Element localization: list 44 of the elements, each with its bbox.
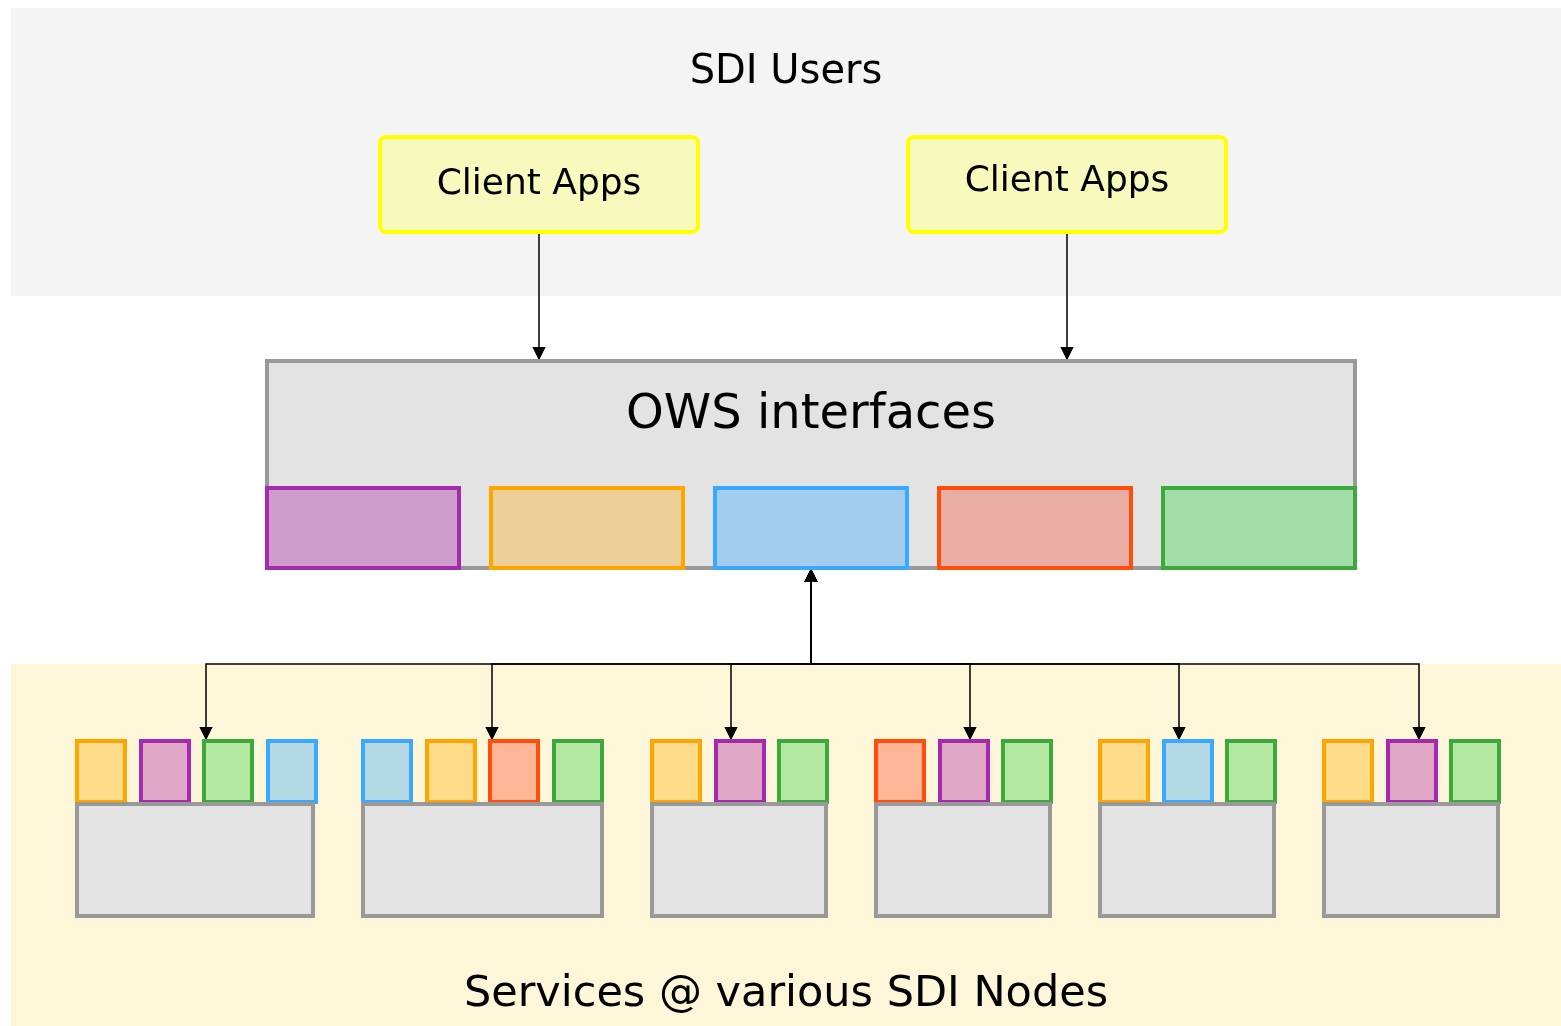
interface-slot bbox=[265, 486, 461, 570]
server-box bbox=[650, 802, 828, 918]
service-slot bbox=[202, 739, 254, 804]
arrow bbox=[1060, 233, 1074, 360]
service-slot bbox=[937, 739, 990, 804]
service-slot bbox=[1385, 739, 1438, 804]
server-box bbox=[1322, 802, 1500, 918]
service-slot bbox=[361, 739, 413, 804]
interface-panel bbox=[265, 359, 1357, 570]
arrow bbox=[532, 233, 546, 360]
service-slot bbox=[874, 739, 926, 804]
interface-slot bbox=[489, 486, 685, 570]
service-slot bbox=[1098, 739, 1150, 804]
service-slot bbox=[650, 739, 702, 804]
arrow bbox=[804, 569, 1426, 740]
server-box bbox=[75, 802, 315, 918]
panel-title: OWS interfaces bbox=[625, 383, 997, 439]
server-box bbox=[874, 802, 1052, 918]
service-slot bbox=[777, 739, 829, 804]
service-slot bbox=[1322, 739, 1374, 804]
service-slot bbox=[424, 739, 477, 804]
server-box bbox=[1098, 802, 1276, 918]
band-title: SDI Users bbox=[689, 46, 883, 92]
band-title: Services @ various SDI Nodes bbox=[463, 966, 1109, 1016]
box-label: Client Apps bbox=[964, 158, 1170, 199]
interface-slot bbox=[713, 486, 909, 570]
service-slot bbox=[713, 739, 766, 804]
service-slot bbox=[488, 739, 540, 804]
service-slot bbox=[1449, 739, 1501, 804]
service-slot bbox=[1225, 739, 1277, 804]
server-box bbox=[361, 802, 604, 918]
group-band bbox=[11, 664, 1561, 1026]
service-slot bbox=[551, 739, 604, 804]
service-slot bbox=[265, 739, 318, 804]
app-box bbox=[906, 135, 1228, 234]
box-label: Client Apps bbox=[436, 161, 642, 202]
interface-slot bbox=[937, 486, 1133, 570]
app-box bbox=[378, 135, 700, 234]
group-band bbox=[11, 8, 1561, 296]
interface-slot bbox=[1161, 486, 1357, 570]
service-slot bbox=[75, 739, 127, 804]
service-slot bbox=[1001, 739, 1053, 804]
service-slot bbox=[138, 739, 191, 804]
service-slot bbox=[1161, 739, 1214, 804]
